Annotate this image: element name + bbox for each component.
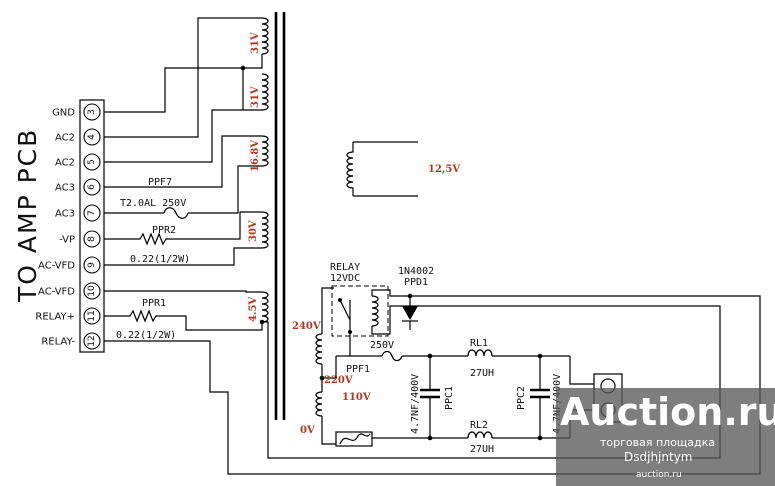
voltage-label-12v5: 12,5V (428, 164, 460, 175)
pin-number: 3 (87, 109, 97, 115)
voltage-label-31v-a: 31V (250, 32, 261, 54)
tap-label-0v: 0V (300, 425, 315, 436)
ppc1-name: PPC1 (444, 386, 455, 410)
watermark-tagline: торговая площадка (600, 436, 715, 449)
voltage-label-31v-b: 31V (250, 86, 261, 108)
ppc2-name: PPC2 (516, 386, 527, 410)
watermark-user: Dsdjhjntym (624, 450, 692, 464)
pin-label: AC-VFD (38, 287, 75, 298)
pin-number: 5 (87, 159, 97, 165)
relay-value: 12VDC (330, 273, 360, 284)
watermark: Auction.ru торговая площадка Dsdjhjntym … (556, 388, 775, 486)
diode-part: 1N4002 (398, 266, 434, 277)
connector-title: TO AMP PCB (13, 128, 42, 303)
pin-circle (83, 128, 101, 146)
ppr1-name: PPR1 (142, 298, 166, 309)
pin-number: 6 (87, 184, 97, 190)
pin-circle (83, 204, 101, 222)
pin-circle (83, 282, 101, 300)
ppf7-value: T2.0AL 250V (120, 198, 186, 209)
connector-pins: 3GND4AC25AC26AC37AC38-VP9AC-VFD10AC-VFD1… (35, 103, 101, 350)
pin-number: 4 (87, 134, 97, 140)
pin-circle (83, 332, 101, 350)
pin-label: AC3 (55, 183, 75, 194)
pin-number: 7 (87, 210, 97, 216)
pin-label: GND (52, 108, 75, 119)
watermark-brand: Auction.ru (560, 390, 775, 434)
voltage-label-16v8: 16.8V (250, 140, 261, 172)
rl2-name: RL2 (470, 420, 488, 431)
ppf1-value: 250V (370, 340, 394, 351)
secondary-windings (261, 17, 418, 323)
diode-ppd1 (402, 293, 418, 330)
pin-label: RELAY- (41, 337, 75, 348)
ppr2-value: 0.22(1/2W) (130, 254, 190, 265)
voltage-label-30v: 30V (248, 220, 259, 242)
watermark-site: auction.ru (636, 470, 682, 480)
pin-circle (83, 103, 101, 121)
connector-block: TO AMP PCB 3GND4AC25AC26AC37AC38-VP9AC-V… (13, 99, 105, 353)
pin-circle (83, 178, 101, 196)
ppf7-name: PPF7 (148, 177, 172, 188)
pin-label: AC3 (55, 209, 75, 220)
tap-label-220v: 220V (324, 375, 353, 386)
connector-wiring (104, 17, 761, 475)
relay-name: RELAY (330, 262, 360, 273)
pin-circle (83, 153, 101, 171)
rl1-value: 27UH (470, 368, 494, 379)
connector-body (79, 99, 105, 353)
pin-number: 12 (87, 335, 97, 346)
pin-circle (83, 256, 101, 274)
pin-label: AC-VFD (38, 261, 75, 272)
pin-label: RELAY+ (35, 312, 75, 323)
tap-label-240v: 240V (292, 321, 321, 332)
diode-name: PPD1 (404, 277, 428, 288)
pin-label: -VP (59, 235, 75, 246)
transformer-core (274, 12, 286, 420)
ppc1-value: 4.7NF/400V (410, 374, 421, 434)
pin-number: 8 (87, 236, 97, 242)
ppr2-name: PPR2 (152, 225, 176, 236)
pin-number: 9 (87, 262, 97, 268)
rl2-value: 27UH (470, 444, 494, 455)
pin-circle (83, 307, 101, 325)
pin-number: 10 (87, 285, 97, 297)
ppr1-value: 0.22(1/2W) (116, 330, 176, 341)
pin-label: AC2 (55, 158, 75, 169)
tap-label-110v: 110V (342, 392, 371, 403)
pin-label: AC2 (55, 133, 75, 144)
pin-circle (83, 230, 101, 248)
rl1-name: RL1 (470, 338, 488, 349)
pin-number: 11 (87, 310, 97, 321)
ppf1-name: PPF1 (346, 364, 370, 375)
voltage-label-4v5: 4.5V (248, 297, 259, 322)
primary-winding (315, 287, 336, 445)
